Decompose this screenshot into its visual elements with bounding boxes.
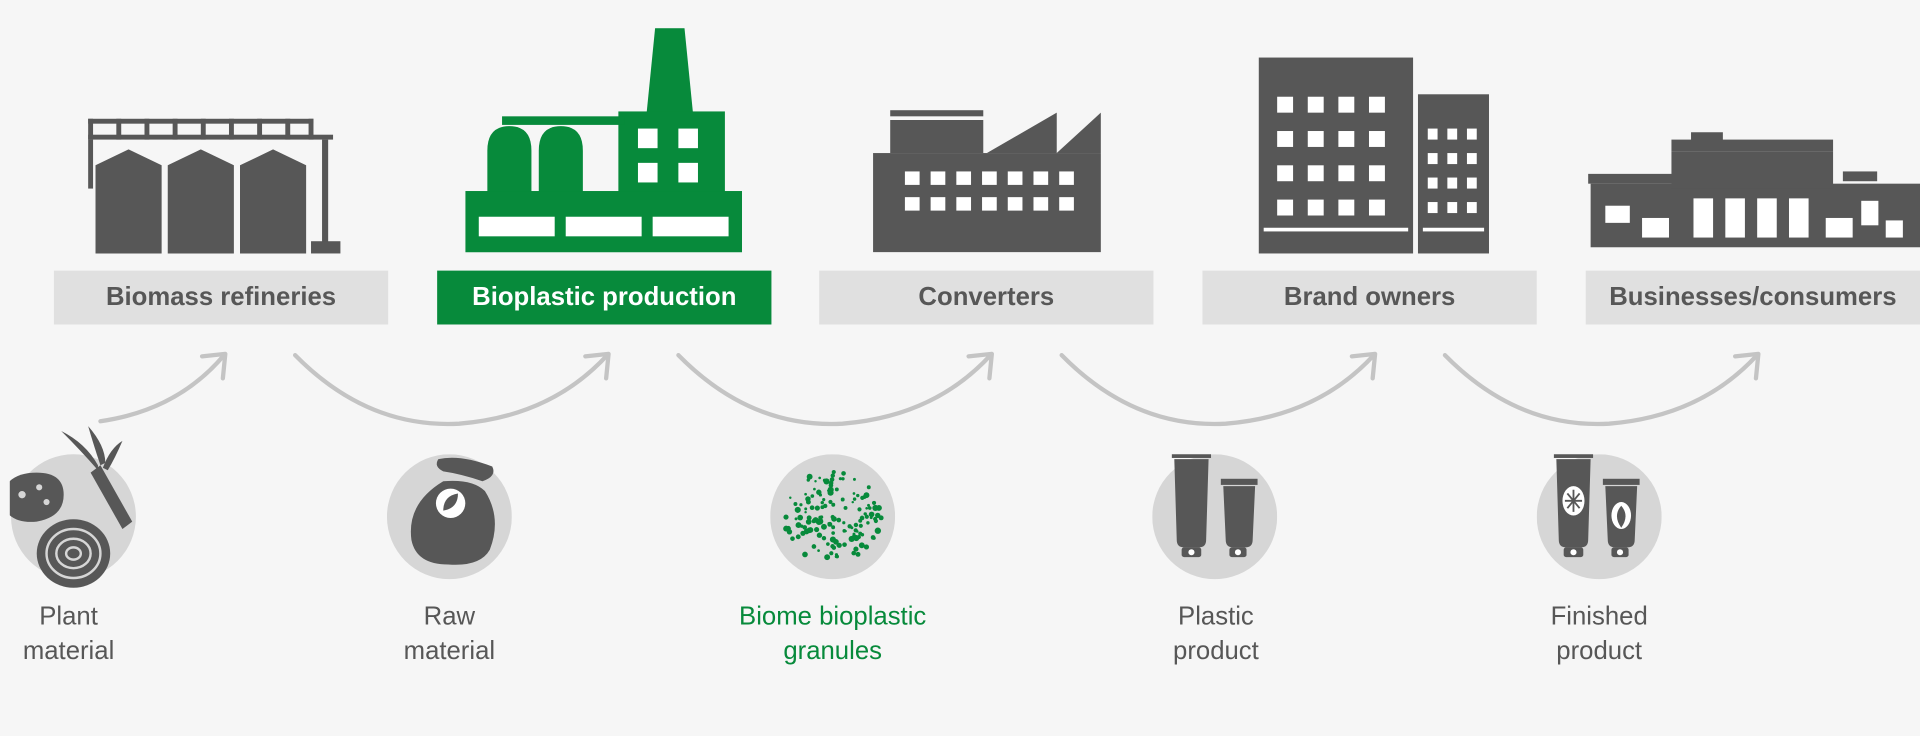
flow-arrow-1 — [98, 351, 228, 424]
converter-factory-icon — [873, 110, 1101, 253]
stage-label-bioplastic-production: Bioplastic production — [437, 270, 772, 325]
plastic-tubes-icon — [1152, 454, 1278, 580]
flow-arrow-3 — [676, 351, 994, 427]
plant-material-icon — [9, 426, 136, 588]
stage-label-converters: Converters — [819, 270, 1154, 325]
flow-arrow-4 — [1059, 351, 1378, 427]
silo-refinery-icon — [88, 118, 341, 254]
flow-arrow-5 — [1442, 351, 1761, 427]
office-buildings-icon — [1258, 57, 1489, 254]
finished-tubes-icon — [1536, 454, 1662, 580]
flow-arrow-2 — [292, 351, 611, 427]
bioplastic-factory-icon — [465, 28, 743, 253]
stage-label-biomass-refineries: Biomass refineries — [53, 270, 389, 325]
raw-material-sack-icon — [386, 454, 512, 580]
warehouse-icon — [1588, 132, 1920, 248]
stage-label-brand-owners: Brand owners — [1202, 270, 1537, 325]
granules-icon — [770, 454, 896, 580]
stage-label-businesses-consumers: Businesses/consumers — [1585, 270, 1920, 325]
